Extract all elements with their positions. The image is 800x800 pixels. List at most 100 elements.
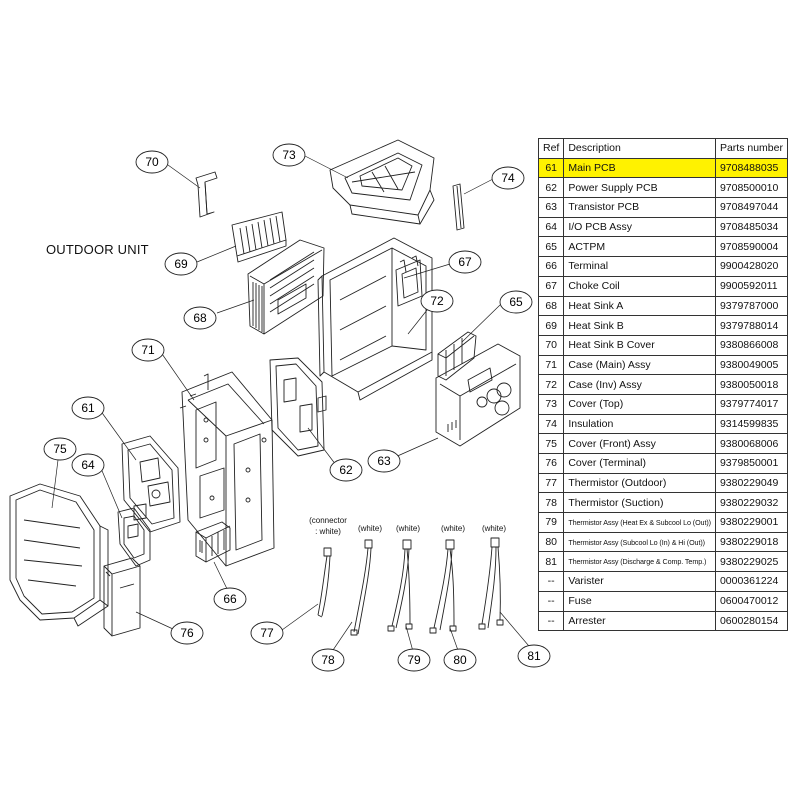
header-parts-number: Parts number <box>714 138 788 159</box>
header-ref: Ref <box>537 138 565 159</box>
callout-72: 72 <box>420 289 454 313</box>
callout-77-text: 77 <box>260 626 274 640</box>
callout-74-text: 74 <box>501 171 515 185</box>
callout-65: 65 <box>499 290 533 314</box>
cell-parts-number: 9380050018 <box>714 374 788 395</box>
part-69-heat-sink-b <box>231 211 287 263</box>
cell-parts-number: 9708590004 <box>714 236 788 258</box>
cell-description: Main PCB <box>563 157 716 179</box>
callout-79: 79 <box>397 648 431 672</box>
wire-label-80: (white) <box>441 524 465 533</box>
callout-67: 67 <box>448 250 482 274</box>
cell-parts-number: 9380229018 <box>714 531 788 553</box>
part-64-io-pcb <box>117 507 151 567</box>
unit-title: OUTDOOR UNIT <box>46 242 149 257</box>
part-76-cover-terminal <box>103 557 141 637</box>
callout-65-text: 65 <box>509 295 523 309</box>
cell-description: Case (Main) Assy <box>563 354 716 376</box>
callout-66: 66 <box>213 587 247 611</box>
cell-ref: 77 <box>537 472 565 494</box>
part-61-main-pcb <box>121 435 181 533</box>
cell-ref: 76 <box>537 453 565 474</box>
callout-64: 64 <box>71 453 105 477</box>
cell-parts-number: 9380229049 <box>714 472 788 494</box>
parts-table-header: Ref Description Parts number <box>537 138 788 159</box>
wire-label-77-line1: (connector <box>309 516 347 525</box>
cell-parts-number: 9379774017 <box>714 393 788 415</box>
part-62-power-supply-pcb <box>269 357 327 457</box>
part-79-thermistor-assy <box>387 539 413 632</box>
cell-description: Thermistor Assy (Discharge & Comp. Temp.… <box>563 551 716 573</box>
cell-description: Thermistor Assy (Heat Ex & Subcool Lo (O… <box>563 512 716 533</box>
cell-ref: 81 <box>537 551 565 573</box>
wire-label-78: (white) <box>358 524 382 533</box>
callout-67-text: 67 <box>458 255 472 269</box>
part-81-thermistor-assy <box>478 537 504 630</box>
cell-parts-number: 9379850001 <box>714 453 788 474</box>
wire-label-81: (white) <box>482 524 506 533</box>
cell-ref: 74 <box>537 413 565 435</box>
part-72-case-inv <box>317 237 433 401</box>
cell-description: Cover (Terminal) <box>563 453 716 474</box>
callout-75: 75 <box>43 437 77 461</box>
cell-ref: -- <box>537 571 565 592</box>
cell-parts-number: 9708497044 <box>714 197 788 218</box>
cell-parts-number: 0600470012 <box>714 590 788 612</box>
cell-ref: 71 <box>537 354 565 376</box>
cell-parts-number: 9900592011 <box>714 275 788 297</box>
callout-78: 78 <box>311 648 345 672</box>
cell-parts-number: 9380229001 <box>714 512 788 533</box>
callout-81-text: 81 <box>527 649 541 663</box>
cell-ref: 62 <box>537 177 565 199</box>
cell-parts-number: 9708485034 <box>714 216 788 238</box>
callout-69-text: 69 <box>174 257 188 271</box>
part-75-cover-front <box>9 483 109 627</box>
cell-ref: 68 <box>537 295 565 317</box>
part-80-thermistor-assy <box>429 539 457 634</box>
cell-description: Heat Sink A <box>563 295 716 317</box>
part-74-insulation <box>452 183 465 231</box>
callout-69: 69 <box>164 252 198 276</box>
cell-description: Terminal <box>563 256 716 277</box>
cell-parts-number: 0600280154 <box>714 610 788 632</box>
callout-75-text: 75 <box>53 442 67 456</box>
cell-parts-number: 9708500010 <box>714 177 788 199</box>
wire-labels: (connector : white) (white) (white) (whi… <box>309 516 506 536</box>
wire-label-77-line2: : white) <box>315 527 341 536</box>
callout-76-text: 76 <box>180 626 194 640</box>
callout-72-text: 72 <box>430 294 444 308</box>
callout-70-text: 70 <box>145 155 159 169</box>
callout-78-text: 78 <box>321 653 335 667</box>
cell-ref: 80 <box>537 531 565 553</box>
cell-description: Heat Sink B <box>563 315 716 336</box>
cell-description: Cover (Front) Assy <box>563 433 716 454</box>
callout-80-text: 80 <box>453 653 467 667</box>
wire-label-79: (white) <box>396 524 420 533</box>
cell-description: Insulation <box>563 413 716 435</box>
cell-parts-number: 9900428020 <box>714 256 788 277</box>
cell-parts-number: 9708488035 <box>714 157 788 179</box>
cell-description: Arrester <box>563 610 716 632</box>
cell-parts-number: 9379787000 <box>714 295 788 317</box>
callout-68-text: 68 <box>193 311 207 325</box>
callout-74: 74 <box>491 166 525 190</box>
cell-ref: 79 <box>537 512 565 533</box>
cell-ref: 61 <box>537 157 565 179</box>
part-70-heat-sink-b-cover <box>195 171 218 218</box>
cell-parts-number: 9379788014 <box>714 315 788 336</box>
callout-73-text: 73 <box>282 148 296 162</box>
callout-76: 76 <box>170 621 204 645</box>
